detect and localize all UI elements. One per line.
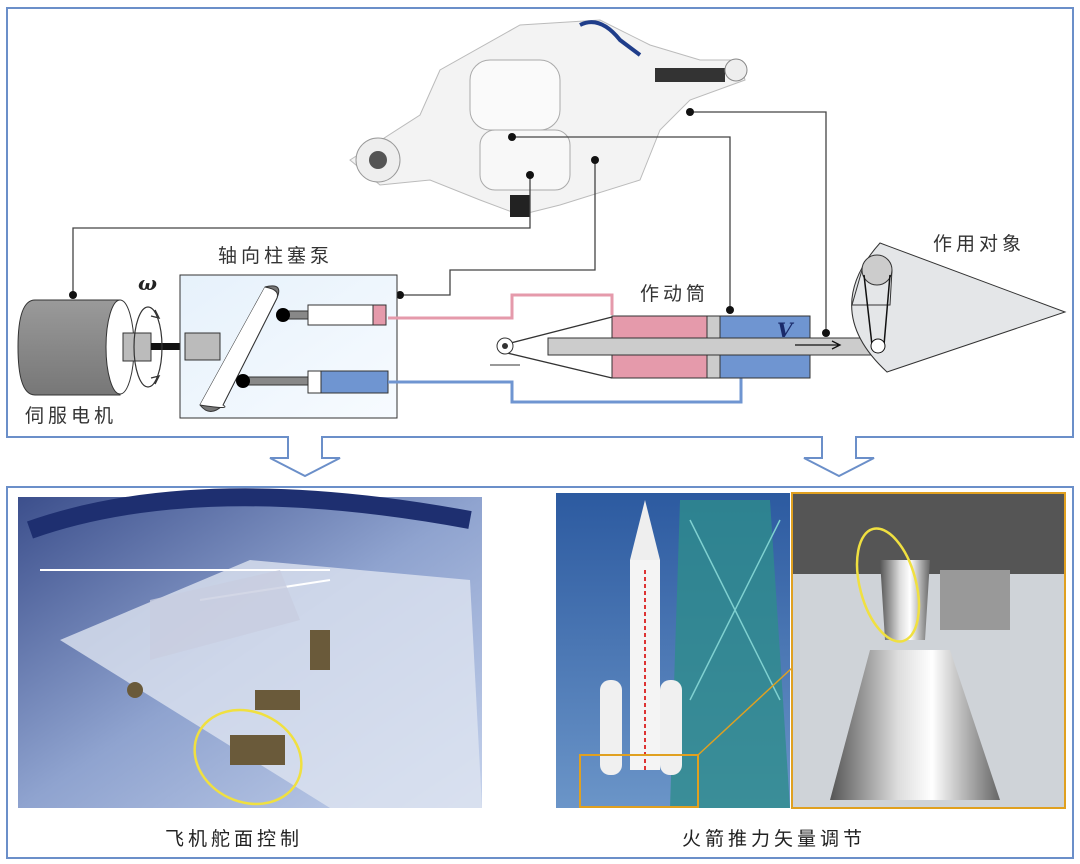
pump-label: 轴向柱塞泵 [218,245,333,267]
axial-piston-pump [179,274,398,419]
blue-hydraulic-line [388,378,743,404]
aircraft-control-surface-photo [18,488,482,808]
omega-label: ω [138,271,157,295]
motor-label: 伺服电机 [25,405,117,427]
servo-motor [17,299,183,396]
load-object [851,242,1067,373]
eha-product-image [349,19,748,217]
bottom-frame [6,486,1074,859]
down-arrow-left [269,437,341,478]
load-label: 作用对象 [933,233,1025,255]
actuator-cylinder [490,315,879,379]
velocity-label: V [777,318,795,342]
down-arrow-right [803,437,875,478]
pink-hydraulic-line [388,293,614,320]
top-frame [6,7,1074,438]
connection-lines [72,111,827,332]
actuator-label: 作动筒 [640,283,709,305]
aircraft-caption: 飞机舵面控制 [165,828,303,850]
rocket-thrust-vector-photo [556,492,1066,809]
highlight-ellipse [193,708,303,806]
rocket-caption: 火箭推力矢量调节 [682,828,866,850]
